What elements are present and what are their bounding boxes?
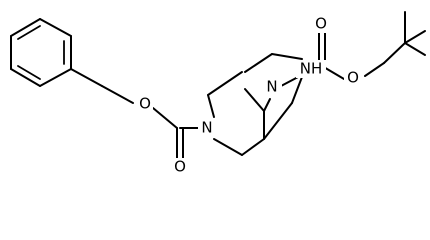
- tert-butyl-bond: [364, 62, 385, 77]
- nitrogen-label-background: [262, 78, 282, 96]
- bridge-bond: [244, 88, 265, 112]
- bridge-bond: [291, 76, 303, 104]
- benzene-bond: [10, 18, 41, 37]
- benzyl-oxygen-bond: [101, 85, 134, 104]
- bridge-bond: [244, 53, 273, 73]
- bridge-bond: [263, 102, 293, 140]
- bridge-bond: [263, 98, 271, 112]
- carbamate-oxygen-label: O: [139, 95, 151, 113]
- carbamate-oxygen-bond: [152, 107, 178, 129]
- benzene-bond: [10, 68, 41, 87]
- ring-bond: [207, 71, 243, 96]
- boc-carbonyl-oxygen-label: O: [315, 15, 327, 33]
- benzene-bond: [39, 68, 72, 87]
- tert-butyl-bond: [383, 42, 406, 64]
- tert-butyl-methyl-bond: [404, 42, 426, 56]
- carbonyl-oxygen-label: O: [174, 158, 186, 176]
- oxygen-label-background: [137, 95, 153, 113]
- benzyl-bond: [70, 68, 103, 87]
- oxygen-label-background: [171, 158, 189, 176]
- ring-bond: [241, 138, 265, 156]
- bridge-bond: [271, 53, 303, 60]
- boc-ester-oxygen-label: O: [347, 69, 359, 87]
- ring-bond: [207, 94, 215, 118]
- structure-canvas: O O N N NH O O: [10, 11, 426, 176]
- nh-label-background: [296, 60, 326, 78]
- oxygen-label-background: [312, 15, 330, 33]
- benzene-inner-double-bond: [17, 25, 41, 40]
- ring-nitrogen-label: N: [201, 119, 212, 137]
- bridge-nitrogen-label: N: [266, 78, 277, 96]
- nh-label: NH: [300, 60, 323, 78]
- benzene-inner-double-bond: [17, 65, 41, 80]
- bicyclic-core: [207, 53, 303, 156]
- ring-bond: [213, 138, 243, 156]
- chemical-structure-diagram: O O N N NH O O: [10, 11, 426, 176]
- nitrogen-label-background: [198, 119, 216, 137]
- benzene-bond: [39, 18, 72, 37]
- tert-butyl-methyl-bond: [404, 30, 426, 44]
- benzene-ring: [10, 18, 72, 87]
- oxygen-label-background: [344, 69, 362, 87]
- carbamate-chain: [70, 68, 201, 159]
